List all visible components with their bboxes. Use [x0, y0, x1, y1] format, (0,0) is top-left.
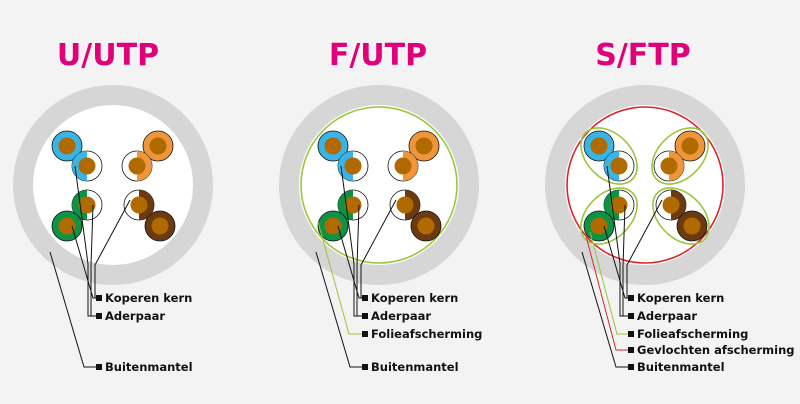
foil-leader-line [589, 231, 632, 335]
copper-core [151, 217, 169, 235]
wire-pair-orange [387, 130, 440, 182]
copper-core [662, 196, 680, 214]
leader-markers [628, 295, 634, 370]
leader-markers [362, 295, 368, 370]
braided-shield [566, 106, 724, 264]
wire-pair-blue [580, 127, 638, 185]
wire-pair-green [580, 187, 638, 245]
copper-core [417, 217, 435, 235]
cable-title-futp: F/UTP [329, 38, 427, 73]
cable-title-uutp: U/UTP [57, 38, 159, 73]
label-outer-jacket: Buitenmantel [371, 360, 459, 374]
copper-core [660, 157, 678, 175]
label-copper-core: Koperen kern [637, 291, 724, 305]
copper-core [344, 196, 362, 214]
copper-core [396, 196, 414, 214]
wire-pair-blue [51, 130, 103, 182]
copper-core [344, 157, 362, 175]
pair-foil-shield [580, 127, 638, 185]
label-foil-shield: Folieafscherming [371, 327, 482, 341]
cable-uutp: U/UTP [13, 38, 213, 374]
wire-pair-brown [389, 189, 442, 242]
label-foil-shield: Folieafscherming [637, 327, 748, 341]
foil-leader-line [317, 221, 366, 335]
wire-pair-orange [121, 130, 174, 182]
foil-shield [300, 106, 458, 264]
copper-core [149, 137, 167, 155]
wire-pair-brown [123, 189, 176, 242]
label-copper-core: Koperen kern [105, 291, 192, 305]
copper-core [324, 137, 342, 155]
copper-core [415, 137, 433, 155]
copper-core [130, 196, 148, 214]
label-outer-jacket: Buitenmantel [105, 360, 193, 374]
pair-foil-shield [651, 127, 709, 185]
wire-pair-orange [651, 127, 709, 185]
pair-foil-shield [652, 187, 710, 245]
copper-core [683, 217, 701, 235]
label-pair: Aderpaar [637, 309, 697, 323]
cable-title-sftp: S/FTP [595, 38, 691, 73]
copper-core [324, 217, 342, 235]
copper-core [610, 157, 628, 175]
copper-core [590, 137, 608, 155]
copper-core [78, 196, 96, 214]
label-pair: Aderpaar [105, 309, 165, 323]
leader-markers [96, 295, 102, 370]
cable-sftp: S/FTP [545, 38, 795, 374]
braid-leader-line [585, 235, 632, 351]
leader-lines [581, 165, 663, 368]
copper-core [128, 157, 146, 175]
copper-core [78, 157, 96, 175]
copper-core [394, 157, 412, 175]
wire-pair-brown [652, 187, 710, 245]
label-copper-core: Koperen kern [371, 291, 458, 305]
cable-futp: F/UTP [279, 38, 482, 374]
copper-core [58, 137, 76, 155]
label-pair: Aderpaar [371, 309, 431, 323]
label-outer-jacket: Buitenmantel [637, 360, 725, 374]
copper-core [610, 196, 628, 214]
copper-core [58, 217, 76, 235]
cable-interior [33, 105, 193, 265]
label-braided-shield: Gevlochten afscherming [637, 343, 795, 357]
copper-core [590, 217, 608, 235]
copper-core [681, 137, 699, 155]
